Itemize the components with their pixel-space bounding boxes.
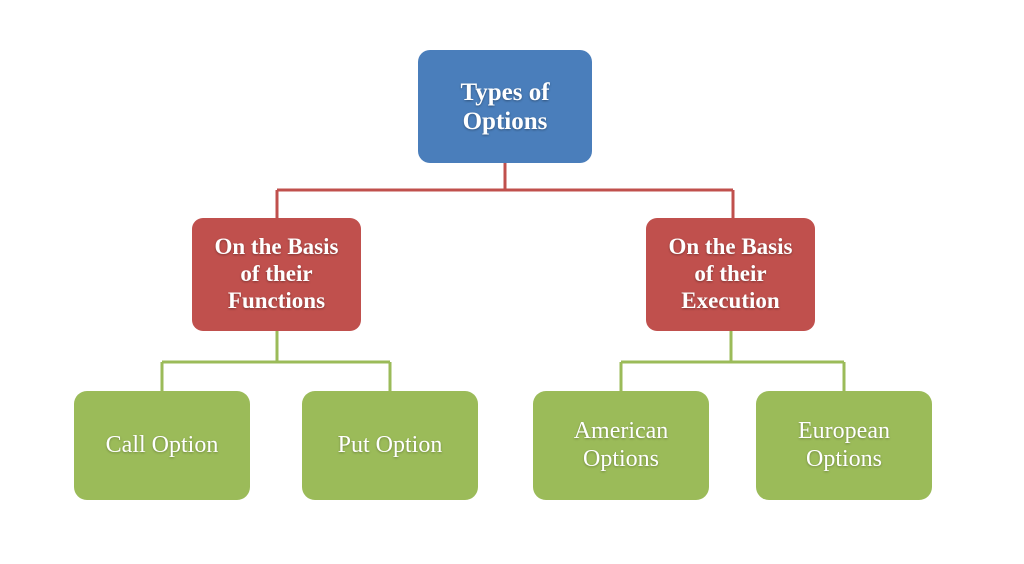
node-leaf-american-options[interactable]: American Options xyxy=(533,391,709,500)
node-leaf-european-options[interactable]: European Options xyxy=(756,391,932,500)
node-label: European Options xyxy=(798,417,890,472)
node-branch-execution[interactable]: On the Basis of their Execution xyxy=(646,218,815,331)
node-root-types-of-options[interactable]: Types of Options xyxy=(418,50,592,163)
node-label: On the Basis of their Execution xyxy=(668,234,793,313)
node-label: On the Basis of their Functions xyxy=(214,234,339,313)
node-leaf-call-option[interactable]: Call Option xyxy=(74,391,250,500)
node-branch-functions[interactable]: On the Basis of their Functions xyxy=(192,218,361,331)
node-label: Types of Options xyxy=(460,78,550,135)
root-to-branch-connector xyxy=(275,163,735,218)
left-branch-to-leaf-connector xyxy=(160,331,392,391)
right-branch-to-leaf-connector xyxy=(619,331,846,391)
node-leaf-put-option[interactable]: Put Option xyxy=(302,391,478,500)
node-label: Put Option xyxy=(337,431,443,458)
node-label: Call Option xyxy=(105,431,219,458)
node-label: American Options xyxy=(573,417,669,472)
